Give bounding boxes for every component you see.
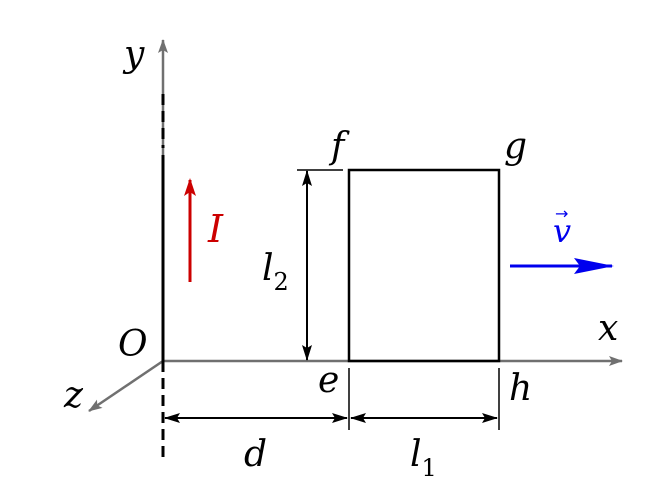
corner-label-g: g (504, 126, 527, 167)
z-axis (88, 359, 164, 413)
distance-label: d (244, 434, 267, 475)
origin-label: O (118, 324, 148, 365)
y-axis-label: y (122, 34, 145, 75)
conducting-loop (347, 168, 501, 363)
width-label: l1 (410, 434, 437, 482)
height-label: l2 (262, 248, 289, 296)
z-axis-label: z (63, 375, 84, 416)
velocity-label: v (553, 212, 571, 250)
corner-label-f: f (328, 126, 350, 167)
velocity-vector-mark: → (555, 204, 568, 223)
current-label: I (207, 207, 224, 251)
corner-label-e: e (318, 360, 339, 401)
corner-label-h: h (509, 368, 532, 409)
x-axis-label: x (598, 308, 618, 349)
